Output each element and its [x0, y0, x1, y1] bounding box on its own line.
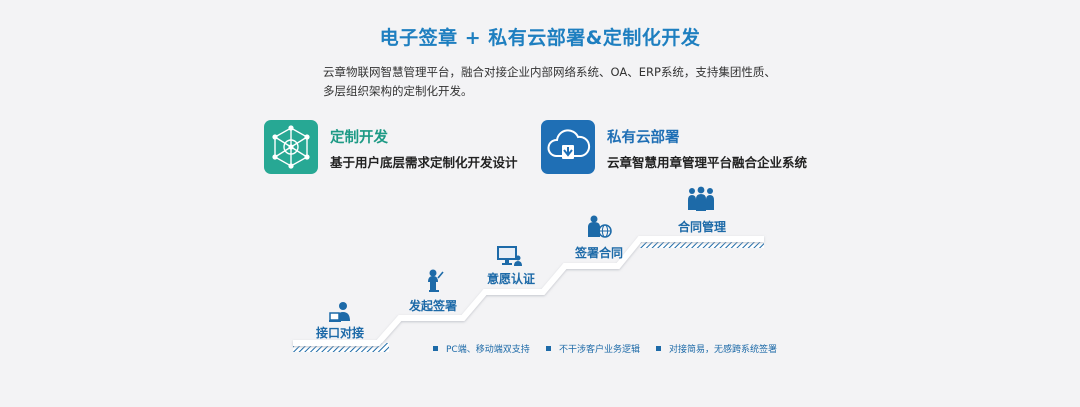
bullet-square-icon — [433, 346, 438, 351]
step-label-initiate: 发起签署 — [409, 299, 458, 313]
monitor-user-icon — [496, 245, 522, 271]
step-label-manage: 合同管理 — [678, 220, 727, 234]
feature-subtitle: 基于用户底层需求定制化开发设计 — [330, 155, 518, 170]
page-title: 电子签章 + 私有云部署&定制化开发 — [379, 27, 701, 49]
feature-subtitle: 云章智慧用章管理平台融合企业系统 — [607, 155, 808, 170]
network-node-icon — [264, 120, 318, 174]
bullet-text: 对接简易，无感跨系统签署 — [669, 345, 778, 355]
description: 云章物联网智慧管理平台，融合对接企业内部网络系统、OA、ERP系统，支持集团性质… — [323, 63, 783, 101]
bullet-square-icon — [546, 346, 551, 351]
person-signing-icon — [422, 269, 446, 297]
step-label-verify: 意愿认证 — [487, 272, 536, 286]
description-line-2: 多层组织架构的定制化开发。 — [323, 84, 473, 98]
staircase-line — [293, 236, 764, 346]
description-line-1: 云章物联网智慧管理平台，融合对接企业内部网络系统、OA、ERP系统，支持集团性质… — [323, 65, 776, 79]
bullet-text: PC端、移动端双支持 — [446, 345, 530, 355]
bullet-item: 对接简易，无感跨系统签署 — [656, 342, 777, 355]
cloud-download-icon — [541, 120, 595, 174]
step-label-sign: 签署合同 — [575, 246, 624, 260]
person-laptop-icon — [329, 301, 353, 327]
person-globe-icon — [585, 215, 613, 245]
bullet-text: 不干涉客户业务逻辑 — [559, 345, 641, 355]
step-label-api: 接口对接 — [316, 326, 365, 340]
hatch-bar-top — [640, 239, 764, 248]
feature-title: 定制开发 — [330, 130, 388, 146]
bullet-square-icon — [656, 346, 661, 351]
bullet-item: PC端、移动端双支持 — [433, 342, 530, 355]
bullet-item: 不干涉客户业务逻辑 — [546, 342, 640, 355]
feature-title: 私有云部署 — [607, 130, 680, 146]
hatch-bar-bottom — [293, 343, 389, 352]
team-icon — [686, 186, 716, 216]
